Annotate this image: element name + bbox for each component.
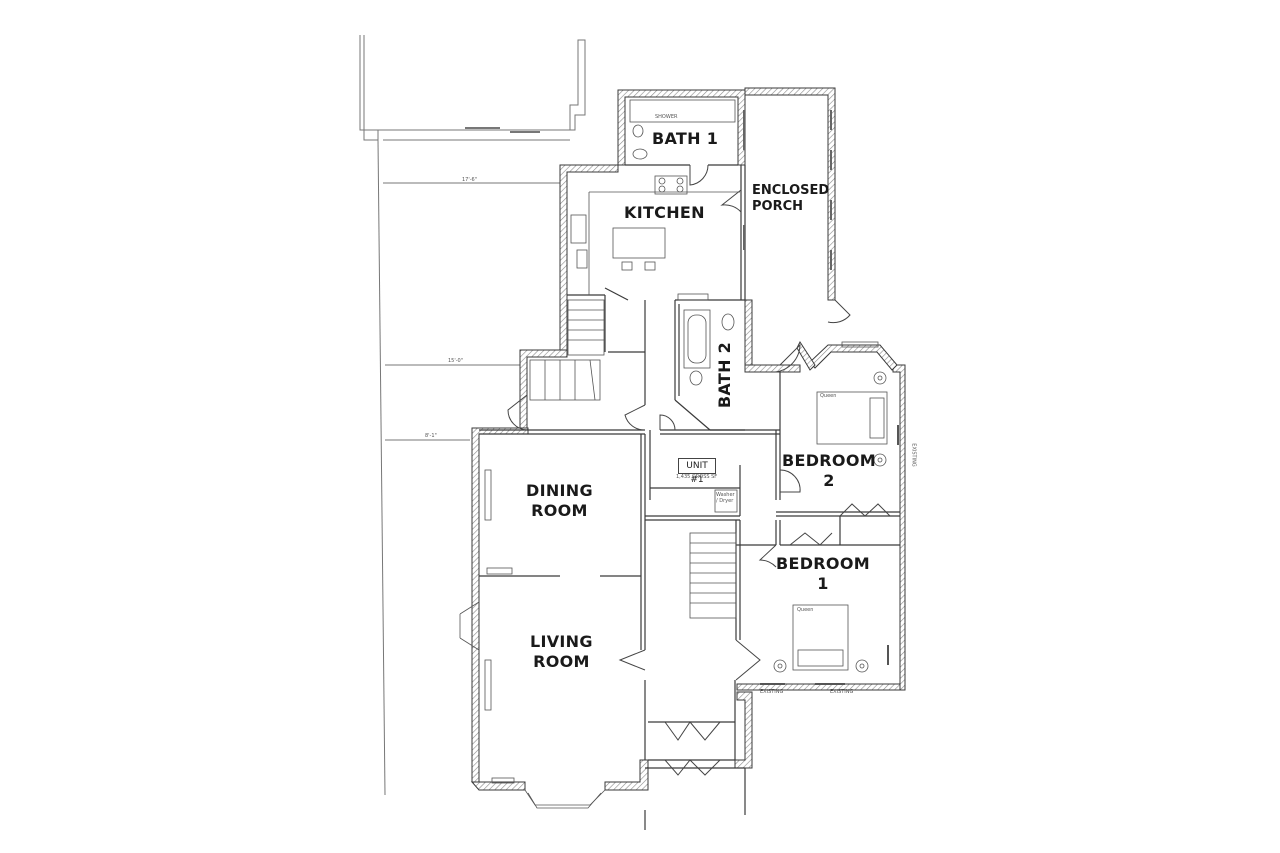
dining-room-line-2: ROOM [531, 501, 588, 520]
existing-note-3: EXISTING [910, 443, 917, 467]
dining-room-label: DINING ROOM [526, 481, 593, 521]
stairs [529, 299, 737, 619]
bath-2-label: BATH 2 [715, 341, 735, 409]
fixtures [459, 99, 899, 809]
enclosed-porch-line-2: PORCH [752, 199, 804, 215]
bedroom-1-label: BEDROOM 1 [776, 554, 870, 594]
dining-room-line-1: DINING [526, 481, 593, 500]
shower-note: SHOWER [655, 114, 678, 120]
dimension-3: 8'-1" [425, 433, 437, 439]
bath-1-label: BATH 1 [652, 129, 719, 148]
washer-dryer-note: Washer / Dryer [716, 492, 735, 504]
bedroom-1-line-2: 1 [817, 574, 829, 593]
living-room-line-1: LIVING [530, 632, 593, 651]
living-room-label: LIVING ROOM [530, 632, 593, 672]
bedroom-1-line-1: BEDROOM [776, 554, 870, 573]
unit-tag: UNIT #1 [678, 458, 716, 485]
porch-windows [743, 110, 832, 270]
site-lines [359, 35, 586, 796]
existing-note-1: EXISTING [760, 689, 784, 695]
gross-area-note: 1,435 GROSS SF [676, 474, 718, 480]
queen-bed-note-2: Queen [820, 393, 837, 399]
dimension-2: 15'-0" [448, 358, 464, 364]
queen-bed-note-1: Queen [797, 607, 814, 613]
existing-note-2: EXISTING [830, 689, 854, 695]
kitchen-label: KITCHEN [624, 203, 705, 222]
doors [507, 164, 891, 776]
enclosed-porch-label: ENCLOSED PORCH [752, 183, 829, 216]
dimension-1: 17'-6" [462, 177, 478, 183]
living-room-line-2: ROOM [533, 652, 590, 671]
bedroom-2-line-2: 2 [823, 471, 835, 490]
bedroom-2-label: BEDROOM 2 [782, 451, 876, 491]
bedroom-2-line-1: BEDROOM [782, 451, 876, 470]
enclosed-porch-line-1: ENCLOSED [752, 183, 830, 198]
